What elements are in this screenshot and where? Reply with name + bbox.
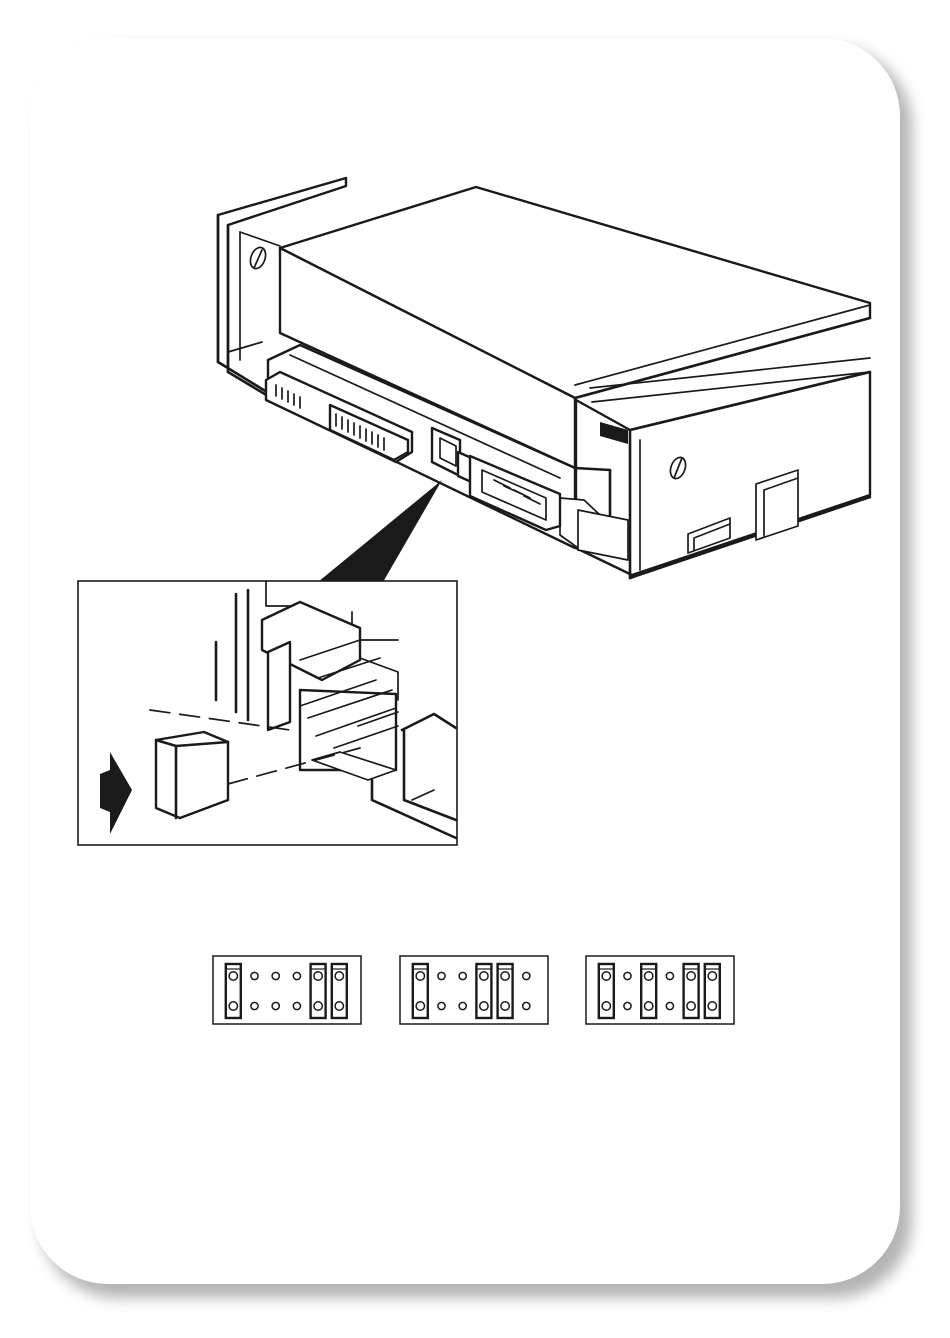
- detail-inset: [78, 581, 457, 845]
- jumper-setting-1: [213, 956, 361, 1024]
- jumper-pin: [687, 1002, 695, 1010]
- jumper-pin: [314, 972, 322, 980]
- jumper-pin: [438, 1002, 445, 1009]
- jumper-pin: [272, 1002, 279, 1009]
- jumper-pin: [229, 972, 237, 980]
- jumper-pin: [459, 1002, 466, 1009]
- jumper-pin: [416, 1002, 424, 1010]
- jumper-pin: [708, 972, 716, 980]
- tape-drive: [218, 178, 870, 578]
- jumper-settings: [213, 956, 734, 1024]
- jumper-setting-2: [400, 956, 548, 1024]
- jumper-pin: [293, 1002, 300, 1009]
- jumper-pin: [501, 972, 509, 980]
- jumper-pin: [459, 972, 466, 979]
- jumper-pin: [624, 1002, 631, 1009]
- jumper-pin: [666, 972, 673, 979]
- jumper-pin: [314, 1002, 322, 1010]
- jumper-pin: [335, 1002, 343, 1010]
- callout-pointer: [318, 480, 442, 582]
- jumper-pin: [480, 972, 488, 980]
- jumper-pin: [480, 1002, 488, 1010]
- jumper-pin: [602, 972, 610, 980]
- jumper-pin: [251, 1002, 258, 1009]
- jumper-pin: [229, 1002, 237, 1010]
- jumper-pin: [645, 1002, 653, 1010]
- jumper-pin: [416, 972, 424, 980]
- jumper-pin: [293, 972, 300, 979]
- jumper-pin: [501, 1002, 509, 1010]
- jumper-pin: [687, 972, 695, 980]
- jumper-pin: [523, 1002, 530, 1009]
- jumper-pin: [335, 972, 343, 980]
- jumper-pin: [666, 1002, 673, 1009]
- jumper-pin: [624, 972, 631, 979]
- jumper-pin: [272, 972, 279, 979]
- jumper-setting-3: [586, 956, 734, 1024]
- jumper-pin: [645, 972, 653, 980]
- jumper-pin: [523, 972, 530, 979]
- jumper-pin: [708, 1002, 716, 1010]
- jumper-cap: [156, 732, 228, 818]
- jumper-pin: [251, 972, 258, 979]
- jumper-pin: [438, 972, 445, 979]
- jumper-pin: [602, 1002, 610, 1010]
